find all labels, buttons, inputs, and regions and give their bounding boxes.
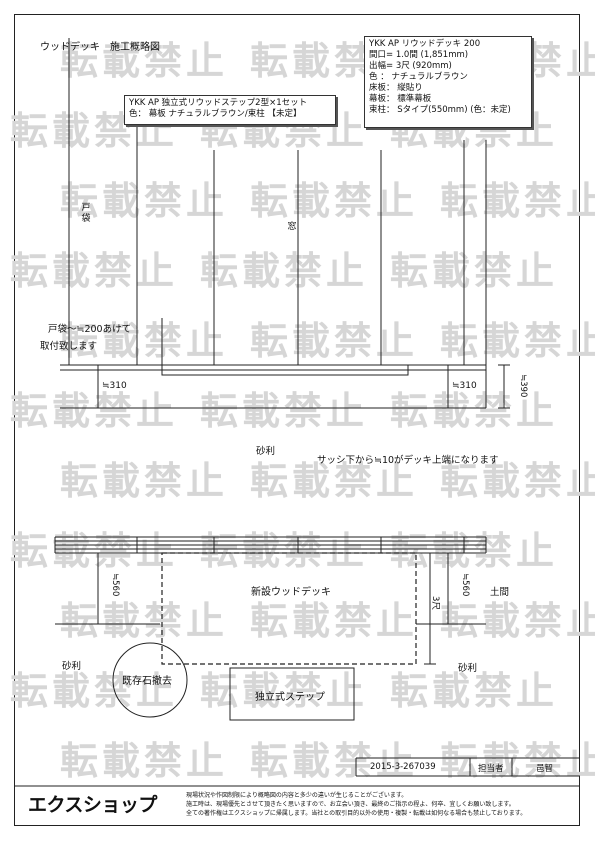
watermark-text: 転載禁止 [10,529,179,573]
watermark-text: 転載禁止 [200,249,369,293]
watermark-text: 転載禁止 [60,739,229,783]
spec-line: 間口= 1.0間 (1,851mm) [369,50,469,60]
spec-line: 束柱： Sタイプ(550mm) (色：未定) [369,105,511,115]
watermark-text: 転載禁止 [60,39,229,83]
watermark-text: 転載禁止 [390,249,559,293]
dim-560-right: ≒560 [460,573,470,597]
dim-3shaku: 3尺 [430,596,440,610]
dim-310-left: ≒310 [102,381,127,391]
spec-line: 色 ： ナチュラルブラウン [369,72,468,82]
label-doma: 土間 [490,587,510,598]
tobukuro-note-1: 戸袋～≒200あけて [48,324,132,335]
watermark-text: 転載禁止 [10,249,179,293]
step-spec-box: YKK AP 独立式リウッドステップ2型×1セット色： 幕板 ナチュラルブラウン… [124,95,336,125]
watermark-text: 転載禁止 [10,389,179,433]
watermark-text: 転載禁止 [60,459,229,503]
watermark-text: 転載禁止 [200,529,369,573]
watermark-text: 転載禁止 [390,389,559,433]
step-rect [229,667,355,721]
watermark-text: 転載禁止 [60,319,229,363]
watermark-text: 転載禁止 [250,459,419,503]
label-jari-right: 砂利 [458,663,478,674]
watermark-text: 転載禁止 [440,459,595,503]
watermark-text: 転載禁止 [250,179,419,223]
label-tobukuro: 戸袋 [81,203,91,224]
fine-print-2: 施工時は、現場優先とさせて頂きたく思いますので、お立会い頂き、最終のご指示の程よ… [186,801,515,808]
new-deck-outline [161,552,417,665]
fine-print-1: 現場状況や作図制限により概略図の内容と多少の違いが生じることがございます。 [186,792,408,799]
watermark-text: 転載禁止 [60,179,229,223]
watermark-text: 転載禁止 [10,669,179,713]
spec-line: YKK AP リウッドデッキ 200 [369,39,481,49]
label-jari-left: 砂利 [62,661,82,672]
watermark-text: 転載禁止 [440,179,595,223]
tantou-label: 担当者 [478,764,504,774]
existing-stone-circle [112,642,188,718]
spec-line: 床板： 縦貼り [369,83,423,93]
spec-line: 幕板： 標準幕板 [369,94,432,104]
label-mado: 窓 [287,222,297,232]
watermark-text: 転載禁止 [440,599,595,643]
label-existing-stone: 既存石撤去 [122,676,172,687]
label-new-deck: 新設ウッドデッキ [251,587,331,598]
label-jari-top: 砂利 [256,446,276,457]
dim-560-left: ≒560 [110,573,120,597]
exshop-logo: エクスショップ [28,794,157,816]
watermark-text: 転載禁止 [250,599,419,643]
doc-number: 2015-3-267039 [370,762,436,772]
step-spec-line: YKK AP 独立式リウッドステップ2型×1セット [129,98,308,108]
fine-print-3: 全ての著作権はエクスショップに帰属します。当社との取引目的以外の使用・複製・転載… [186,810,527,817]
drawing-title: ウッドデッキ 施工概略図 [40,42,160,53]
watermark-text: 転載禁止 [390,669,559,713]
watermark-text: 転載禁止 [440,319,595,363]
watermark-text: 転載禁止 [390,529,559,573]
dim-390: ≒390 [518,374,528,398]
label-step: 独立式ステップ [255,692,325,703]
watermark-text: 転載禁止 [200,669,369,713]
sash-note: サッシ下から≒10がデッキ上端になります [317,455,499,466]
drawing-frame [14,14,580,826]
watermark-text: 転載禁止 [250,319,419,363]
tantou-name: 邑智 [536,764,554,774]
spec-line: 出幅= 3尺 (920mm) [369,61,452,71]
dim-310-right: ≒310 [452,381,477,391]
step-spec-line: 色： 幕板 ナチュラルブラウン/束柱 【未定】 [129,109,302,119]
sill-rect [161,364,409,376]
watermark-text: 転載禁止 [200,389,369,433]
watermark-text: 転載禁止 [60,599,229,643]
tobukuro-note-2: 取付致します [40,341,98,352]
